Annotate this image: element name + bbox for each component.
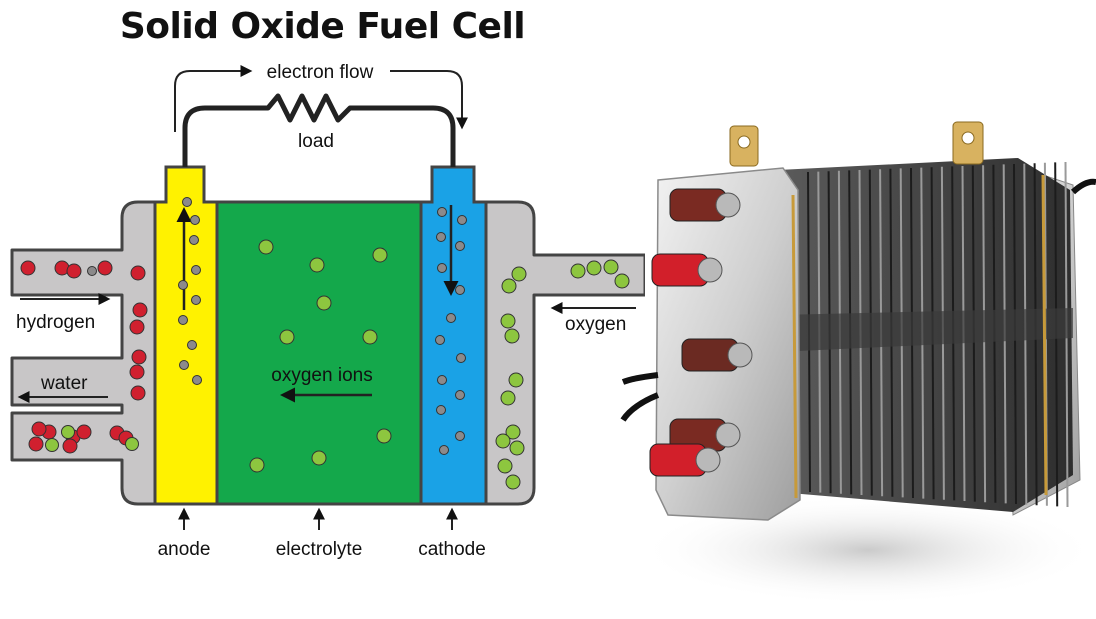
- water-molecule: [45, 438, 59, 452]
- electron-particle: [436, 405, 446, 415]
- hydrogen-molecule: [129, 319, 145, 335]
- connector-nut: [695, 447, 721, 473]
- electron-particle: [455, 241, 465, 251]
- oxygen-molecule: [586, 260, 602, 276]
- oxygen-molecule: [500, 313, 516, 329]
- oxygen-molecule: [603, 259, 619, 275]
- electron-particle: [182, 197, 192, 207]
- oxygen-molecule: [505, 424, 521, 440]
- diagram-title: Solid Oxide Fuel Cell: [119, 6, 526, 47]
- hydrogen-molecule: [97, 260, 113, 276]
- connector-nut: [697, 257, 723, 283]
- oxygen-molecule: [508, 372, 524, 388]
- electron-particle: [179, 360, 189, 370]
- oxygen-molecule: [511, 266, 527, 282]
- electron-particle: [192, 375, 202, 385]
- oxygen-ions-label: oxygen ions: [271, 365, 372, 386]
- electron-particle: [439, 445, 449, 455]
- hydrogen-molecule: [28, 436, 44, 452]
- electron-particle: [437, 375, 447, 385]
- hydrogen-molecule: [66, 263, 82, 279]
- hydrogen-molecule: [132, 302, 148, 318]
- load-label: load: [298, 131, 334, 152]
- oxygen-label: oxygen: [565, 314, 626, 335]
- oxygen-ion: [362, 329, 378, 345]
- cathode-label: cathode: [418, 539, 486, 560]
- water-label: water: [40, 373, 88, 394]
- electron-particle: [455, 390, 465, 400]
- connector-nut: [715, 192, 741, 218]
- electron-particle: [457, 215, 467, 225]
- oxygen-ion: [249, 457, 265, 473]
- cathode-layer: [419, 165, 488, 506]
- hydrogen-molecule: [130, 265, 146, 281]
- electron-particle: [191, 295, 201, 305]
- oxygen-molecule: [570, 263, 586, 279]
- anode-label: anode: [158, 539, 211, 560]
- oxygen-ion: [258, 239, 274, 255]
- electron-particle: [437, 263, 447, 273]
- oxygen-molecule: [614, 273, 630, 289]
- hydrogen-label: hydrogen: [16, 312, 95, 333]
- water-molecule: [125, 437, 139, 451]
- hydrogen-molecule: [62, 438, 78, 454]
- oxygen-ion: [311, 450, 327, 466]
- oxygen-ion: [309, 257, 325, 273]
- connector-nut: [715, 422, 741, 448]
- electron-particle: [191, 265, 201, 275]
- electron-flow-arrow: [174, 65, 253, 132]
- electron-particle: [437, 207, 447, 217]
- electron-particle: [178, 315, 188, 325]
- fuel-cell-stack-photo: [620, 121, 1096, 605]
- water-molecule: [61, 425, 75, 439]
- hydrogen-molecule: [129, 364, 145, 380]
- oxygen-molecule: [500, 390, 516, 406]
- electron-particle: [436, 232, 446, 242]
- electron-particle: [190, 215, 200, 225]
- oxygen-ion: [279, 329, 295, 345]
- circuit-wire: [182, 93, 456, 167]
- oxygen-molecule: [504, 328, 520, 344]
- electron-particle: [178, 280, 188, 290]
- electron-particle: [456, 353, 466, 363]
- molecules-layer: [20, 197, 630, 490]
- hydrogen-molecule: [130, 385, 146, 401]
- oxygen-molecule: [497, 458, 513, 474]
- electron-particle: [189, 235, 199, 245]
- electron-particle: [455, 285, 465, 295]
- fuel-cell-diagram: electron flow load hydrogen water oxygen…: [10, 62, 645, 560]
- electron-particle: [455, 431, 465, 441]
- electrolyte-label: electrolyte: [276, 539, 363, 560]
- hydrogen-molecule: [31, 421, 47, 437]
- oxygen-molecule: [509, 440, 525, 456]
- electron-particle: [446, 313, 456, 323]
- hydrogen-molecule: [76, 424, 92, 440]
- oxygen-ion: [376, 428, 392, 444]
- electron-particle: [187, 340, 197, 350]
- electron-particle: [87, 266, 97, 276]
- oxygen-ion: [316, 295, 332, 311]
- oxygen-ion: [372, 247, 388, 263]
- connectors: [649, 188, 753, 477]
- oxygen-molecule: [505, 474, 521, 490]
- oxygen-molecule: [501, 278, 517, 294]
- electron-flow-arrow-return: [390, 70, 468, 130]
- hydrogen-molecule: [131, 349, 147, 365]
- electron-particle: [435, 335, 445, 345]
- oxygen-molecule: [495, 433, 511, 449]
- electron-flow-label: electron flow: [267, 62, 374, 83]
- connector-nut: [727, 342, 753, 368]
- anode-layer: [153, 165, 219, 506]
- hydrogen-molecule: [20, 260, 36, 276]
